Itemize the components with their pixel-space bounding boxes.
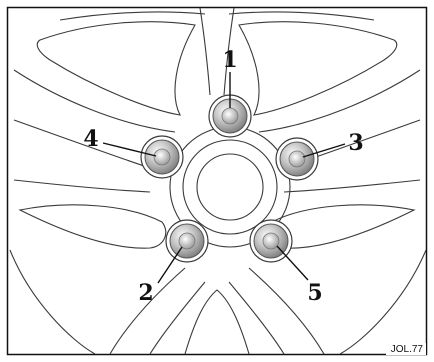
figure-frame	[6, 6, 428, 356]
nut-label-5: 5	[307, 280, 322, 306]
nut-label-4: 4	[83, 126, 98, 152]
nut-label-2: 2	[138, 280, 153, 306]
reference-code: JOL.77	[391, 344, 424, 355]
nut-label-1: 1	[222, 47, 237, 73]
nut-label-3: 3	[348, 130, 363, 156]
wheel-nut-2	[165, 219, 209, 263]
leader-line-2	[157, 246, 183, 284]
wheel-nut-3	[275, 137, 319, 181]
leader-line-3	[302, 143, 346, 158]
leader-line-4	[102, 142, 157, 157]
leader-line-5	[276, 245, 309, 281]
wheel-nut-4	[140, 135, 184, 179]
